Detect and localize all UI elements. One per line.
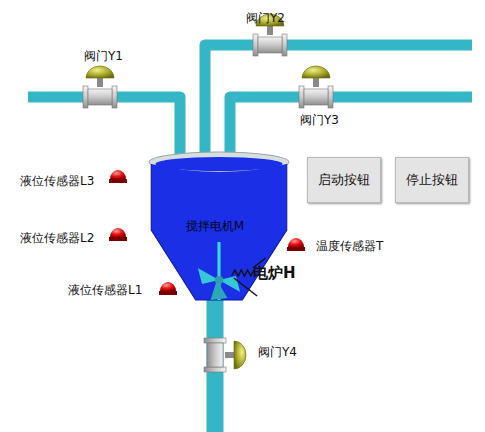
- sensor-label: 液位传感器L1: [68, 283, 142, 297]
- valve-label: 阀门Y2: [246, 11, 285, 25]
- valve-label: 阀门Y4: [258, 345, 297, 359]
- inlet-pipe: [205, 45, 472, 168]
- sensor-label: 液位传感器L3: [20, 174, 94, 188]
- valve-label: 阀门Y1: [84, 49, 123, 63]
- valve-symbol: [299, 66, 333, 108]
- node-text: 搅拌电机M: [147, 218, 283, 235]
- heater-label: 电炉H: [253, 264, 296, 282]
- sensor-label: 温度传感器T: [316, 239, 383, 253]
- drawing-part: [215, 276, 223, 284]
- start-button: 启动按钮: [307, 157, 381, 203]
- drawing-part: [232, 270, 254, 276]
- pipes: [28, 45, 472, 432]
- sensor-lamp: [109, 228, 127, 241]
- node-text: 停止按钮: [406, 171, 458, 189]
- sensor-label: 液位传感器L2: [20, 231, 94, 245]
- valve-label: 阀门Y3: [300, 113, 339, 127]
- valve-symbol: [204, 338, 246, 372]
- stop-button: 停止按钮: [395, 157, 469, 203]
- sensor-lamp: [109, 170, 127, 183]
- sensor-lamp: [159, 282, 177, 295]
- node-text: 启动按钮: [318, 171, 370, 189]
- valve-symbol: [83, 66, 117, 108]
- sensor-lamp: [287, 238, 305, 251]
